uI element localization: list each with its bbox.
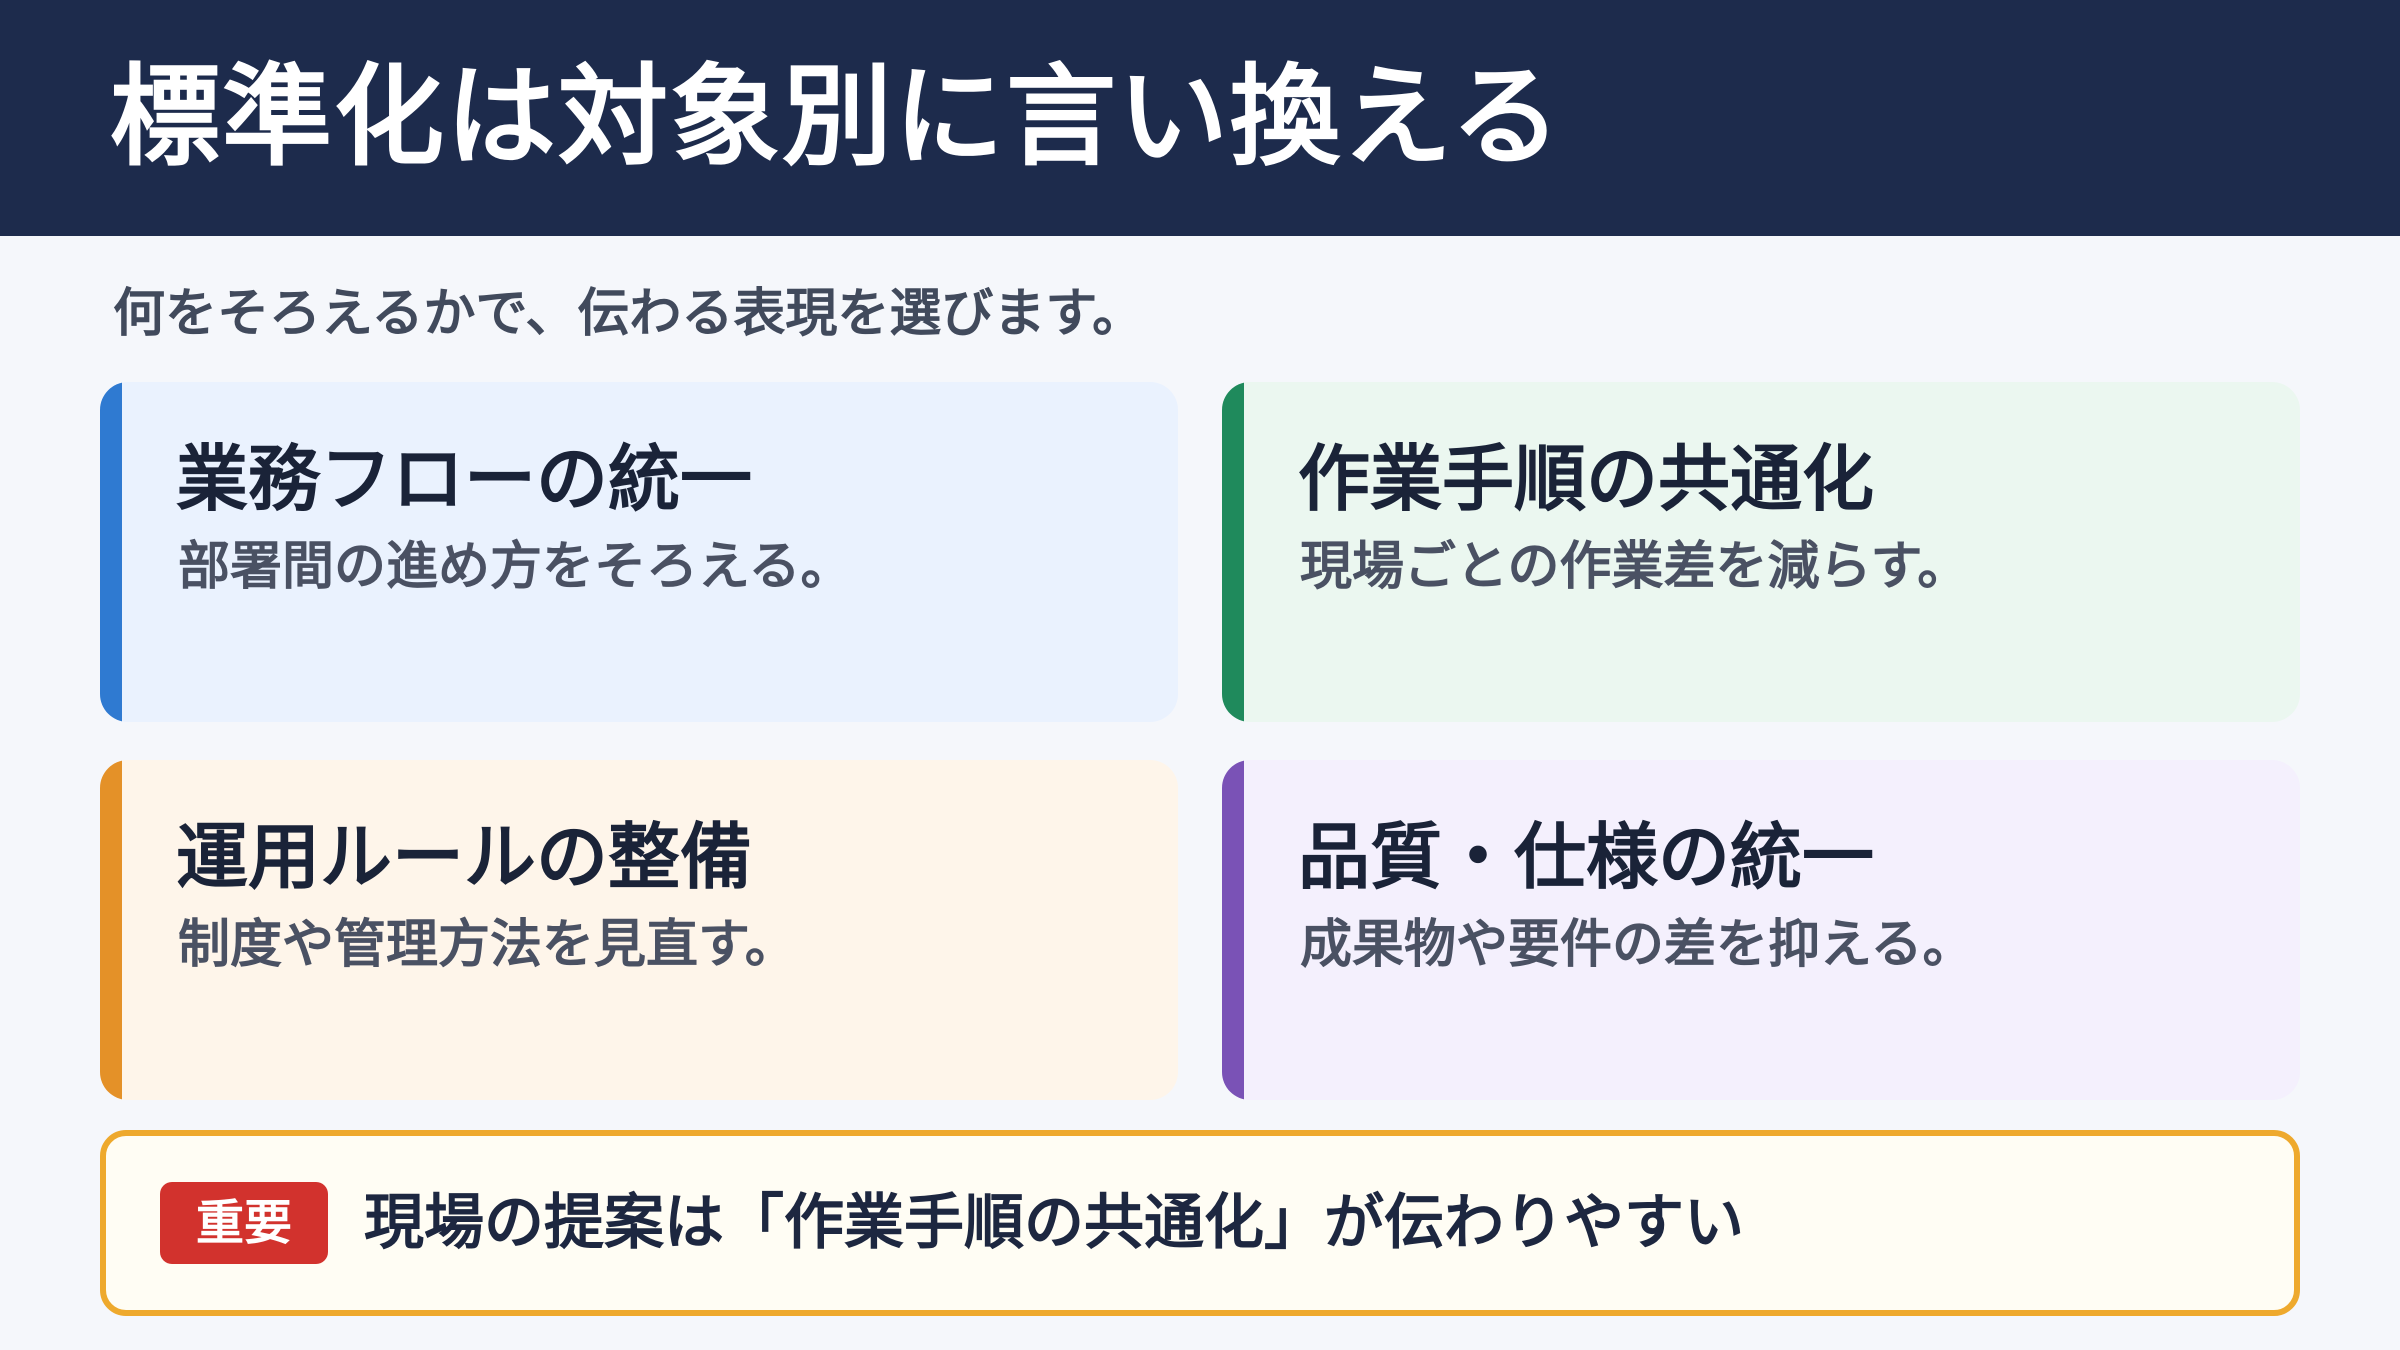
card-description: 制度や管理方法を見直す。	[178, 915, 797, 975]
card-title: 業務フローの統一	[176, 437, 753, 521]
card-quality-spec: 品質・仕様の統一 成果物や要件の差を抑える。	[1222, 760, 2300, 1100]
card-accent-bar	[1222, 382, 1244, 722]
card-work-procedure: 作業手順の共通化 現場ごとの作業差を減らす。	[1222, 382, 2300, 722]
card-accent-bar	[1222, 760, 1244, 1100]
card-accent-bar	[100, 382, 122, 722]
card-title: 運用ルールの整備	[176, 815, 753, 899]
card-description: 現場ごとの作業差を減らす。	[1300, 537, 1970, 597]
card-business-flow: 業務フローの統一 部署間の進め方をそろえる。	[100, 382, 1178, 722]
card-description: 成果物や要件の差を抑える。	[1300, 915, 1975, 975]
slide-title: 標準化は対象別に言い換える	[110, 53, 1563, 181]
card-title: 品質・仕様の統一	[1298, 815, 1875, 899]
slide-subtitle: 何をそろえるかで、伝わる表現を選びます。	[113, 284, 1145, 344]
important-callout: 重要 現場の提案は「作業手順の共通化」が伝わりやすい	[100, 1130, 2300, 1316]
card-title: 作業手順の共通化	[1298, 437, 1875, 521]
card-accent-bar	[100, 760, 122, 1100]
card-operation-rules: 運用ルールの整備 制度や管理方法を見直す。	[100, 760, 1178, 1100]
slide-header: 標準化は対象別に言い換える	[0, 0, 2400, 236]
card-description: 部署間の進め方をそろえる。	[178, 537, 853, 597]
callout-text: 現場の提案は「作業手順の共通化」が伝わりやすい	[364, 1188, 1744, 1258]
important-badge: 重要	[160, 1182, 328, 1264]
